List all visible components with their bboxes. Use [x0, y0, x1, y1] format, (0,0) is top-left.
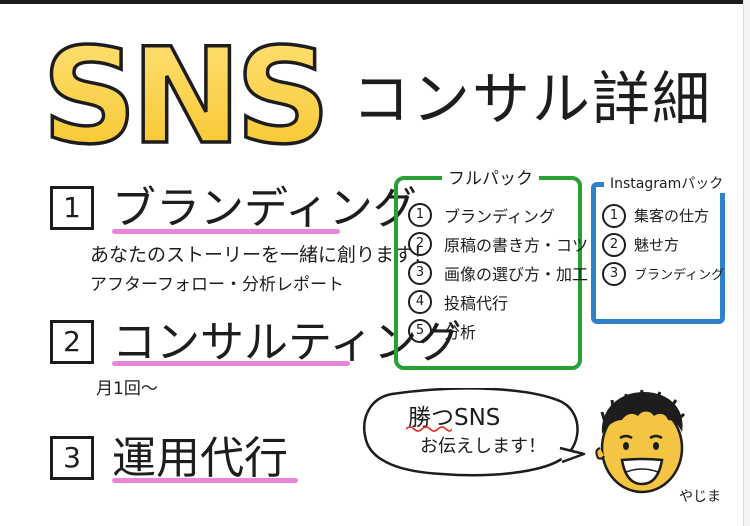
list-item-label: 分析 — [444, 322, 477, 342]
item-desc-consulting: 月1回〜 — [96, 379, 158, 399]
instagram-pack-title: Instagramパック — [604, 173, 730, 193]
right-edge — [743, 0, 750, 526]
title-text: コンサル詳細 — [352, 65, 713, 133]
list-item: 2 原稿の書き方・コツ — [408, 229, 588, 258]
wavy-underline — [406, 426, 452, 432]
item-title-branding: ブランディング — [112, 183, 417, 234]
item-title-operation: 運用代行 — [112, 433, 288, 484]
full-pack-panel: フルパック 1 ブランディング 2 原稿の書き方・コツ 3 画像の選び方・加工 4 投稿… — [394, 164, 588, 370]
list-item-label: 集客の仕方 — [634, 207, 710, 225]
item-number-circle: 2 — [602, 232, 626, 257]
item-number-circle: 5 — [408, 318, 432, 343]
item-underline-2 — [112, 361, 350, 366]
list-item: 4 投稿代行 — [408, 287, 588, 316]
title-sns-logo: SNS — [40, 24, 332, 159]
list-item: 5 分析 — [408, 316, 588, 345]
title-sns: SNS — [42, 24, 325, 159]
speech-bubble — [363, 388, 586, 477]
item-number-circle: 3 — [408, 260, 432, 285]
item-number-circle: 2 — [408, 231, 432, 256]
item-number-3: 3 — [50, 436, 94, 480]
item-number-2: 2 — [50, 320, 94, 364]
item-underline-1 — [112, 229, 340, 234]
item-number-circle: 1 — [408, 202, 432, 227]
item-title-consulting: コンサルティング — [112, 317, 462, 368]
item-number-circle: 1 — [602, 203, 626, 228]
item-number-circle: 4 — [408, 289, 432, 314]
item-number-circle: 3 — [602, 261, 626, 286]
bubble-line-1: 勝つSNS — [408, 405, 501, 431]
bubble-line-2: お伝えします！ — [420, 436, 546, 457]
list-item: 3 画像の選び方・加工 — [408, 258, 588, 287]
list-item-label: ブランディング — [444, 206, 555, 226]
list-item-label: ブランディング — [634, 268, 725, 283]
list-item-label: 魅せ方 — [634, 236, 680, 254]
list-item: 2 魅せ方 — [602, 230, 724, 259]
full-pack-list: 1 ブランディング 2 原稿の書き方・コツ 3 画像の選び方・加工 4 投稿代行 5 分析 — [408, 200, 588, 345]
instagram-pack-panel: Instagramパック 1 集客の仕方 2 魅せ方 3 ブランディング — [591, 173, 730, 324]
item-desc-branding-2: アフターフォロー・分析レポート — [90, 275, 344, 295]
full-pack-title: フルパック — [442, 164, 539, 189]
list-item: 1 集客の仕方 — [602, 201, 724, 230]
item-number-1: 1 — [50, 186, 94, 230]
signature: やじま — [679, 489, 721, 505]
item-underline-3 — [112, 478, 298, 483]
list-item: 3 ブランディング — [602, 259, 724, 288]
list-item-label: 投稿代行 — [444, 293, 509, 313]
item-desc-branding: あなたのストーリーを一緒に創ります！ — [90, 244, 433, 266]
list-item-label: 原稿の書き方・コツ — [444, 235, 589, 255]
face-illustration — [595, 389, 686, 494]
list-item-label: 画像の選び方・加工 — [444, 264, 589, 284]
top-border — [0, 0, 750, 4]
list-item: 1 ブランディング — [408, 200, 588, 229]
instagram-pack-list: 1 集客の仕方 2 魅せ方 3 ブランディング — [602, 201, 724, 288]
